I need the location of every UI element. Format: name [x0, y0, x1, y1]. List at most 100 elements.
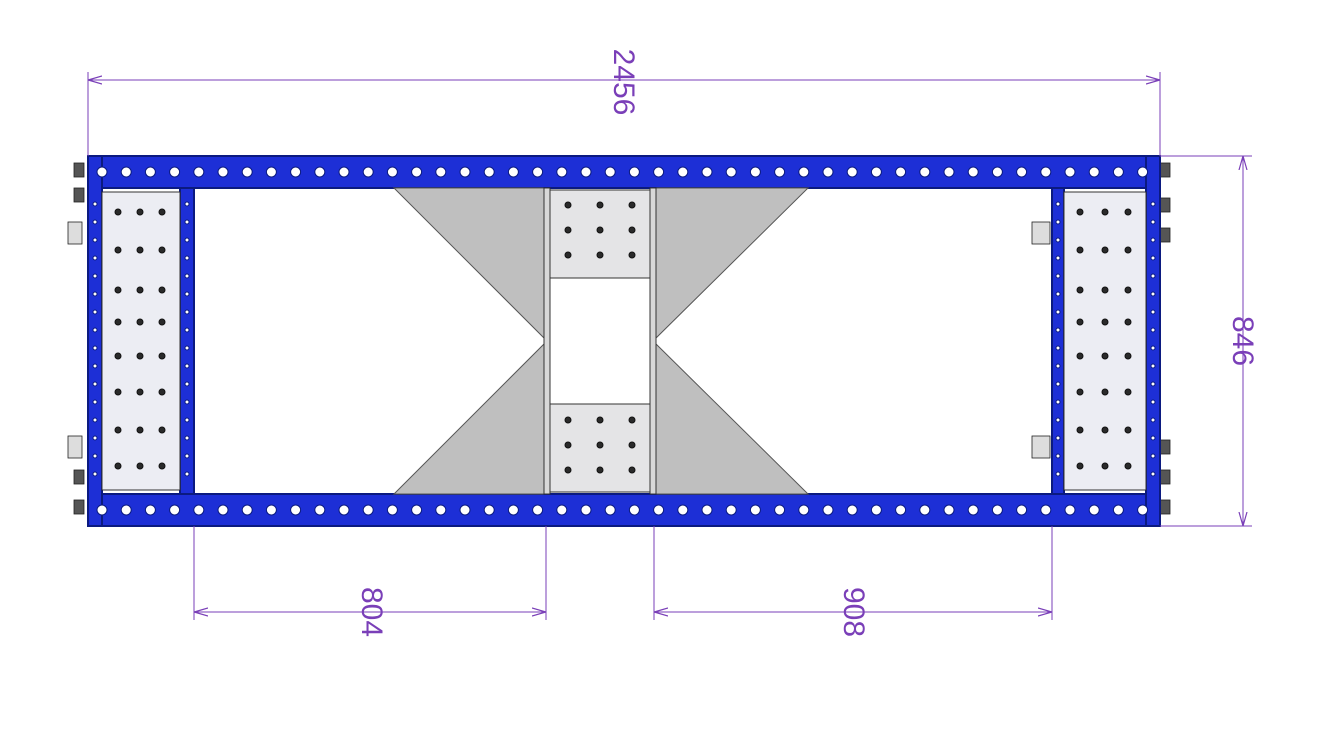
hole — [1064, 166, 1076, 178]
hole — [967, 504, 979, 516]
hole — [96, 166, 108, 178]
hole — [1124, 388, 1132, 396]
hole — [628, 166, 640, 178]
center-beam-right — [649, 187, 657, 495]
hole — [169, 504, 181, 516]
hole — [136, 462, 144, 470]
gusset-plate-top-left — [392, 187, 547, 342]
hole — [1101, 208, 1109, 216]
hole — [144, 504, 156, 516]
hole — [1150, 255, 1156, 261]
gusset-plate-bottom-left — [392, 340, 547, 495]
left-bolts — [67, 162, 85, 515]
hole — [184, 219, 190, 225]
hole — [184, 273, 190, 279]
hole — [628, 466, 636, 474]
hole — [184, 237, 190, 243]
hole — [919, 504, 931, 516]
hole — [604, 504, 616, 516]
right-end-beam — [1145, 155, 1161, 527]
hole — [290, 166, 302, 178]
hole — [158, 318, 166, 326]
hole — [1101, 462, 1109, 470]
hole — [1150, 471, 1156, 477]
hole — [290, 504, 302, 516]
hole — [725, 166, 737, 178]
hole — [120, 166, 132, 178]
hole — [193, 166, 205, 178]
hole — [1150, 417, 1156, 423]
hole — [114, 388, 122, 396]
hole — [1112, 504, 1124, 516]
hole — [1150, 201, 1156, 207]
hole — [822, 504, 834, 516]
hole — [749, 504, 761, 516]
hole — [241, 166, 253, 178]
hole — [1055, 309, 1061, 315]
dimension-left-opening — [193, 526, 547, 620]
hole — [967, 166, 979, 178]
hole — [628, 201, 636, 209]
hole — [749, 166, 761, 178]
hole — [507, 166, 519, 178]
hole — [774, 504, 786, 516]
hole — [1124, 426, 1132, 434]
hole — [92, 201, 98, 207]
hole — [92, 345, 98, 351]
hole — [158, 388, 166, 396]
hole — [92, 255, 98, 261]
hole — [158, 286, 166, 294]
hole — [1088, 504, 1100, 516]
hole — [846, 504, 858, 516]
hole — [628, 416, 636, 424]
hole — [92, 327, 98, 333]
hole — [459, 166, 471, 178]
center-beam-left — [543, 187, 551, 495]
hole — [628, 441, 636, 449]
hole — [92, 291, 98, 297]
right-end-panel — [1063, 191, 1147, 491]
hole — [114, 286, 122, 294]
left-inner-beam — [179, 187, 195, 495]
hole — [362, 166, 374, 178]
hole — [1150, 345, 1156, 351]
dimension-right-opening — [653, 526, 1053, 620]
hole — [338, 166, 350, 178]
hole — [1076, 208, 1084, 216]
hole — [136, 286, 144, 294]
hole — [1055, 363, 1061, 369]
hole — [564, 466, 572, 474]
hole — [870, 166, 882, 178]
hole — [158, 426, 166, 434]
hole — [184, 309, 190, 315]
hole — [798, 504, 810, 516]
hole — [1055, 399, 1061, 405]
hole — [136, 318, 144, 326]
left-end-panel — [101, 191, 181, 491]
hole — [1124, 352, 1132, 360]
gusset-plate-top-right — [653, 187, 810, 342]
hole — [1076, 462, 1084, 470]
hole — [411, 504, 423, 516]
hole — [114, 208, 122, 216]
hole — [184, 471, 190, 477]
hole — [1150, 327, 1156, 333]
right-inner-beam — [1051, 187, 1065, 495]
hole — [1076, 318, 1084, 326]
hole — [1064, 504, 1076, 516]
hole — [193, 504, 205, 516]
hole — [895, 504, 907, 516]
hole — [1076, 246, 1084, 254]
hole — [241, 504, 253, 516]
hole — [1101, 352, 1109, 360]
hole — [1055, 435, 1061, 441]
hole — [338, 504, 350, 516]
hole — [184, 435, 190, 441]
hole — [92, 363, 98, 369]
hole — [114, 426, 122, 434]
hole — [92, 471, 98, 477]
hole — [1150, 309, 1156, 315]
hole — [386, 166, 398, 178]
hole — [1124, 208, 1132, 216]
